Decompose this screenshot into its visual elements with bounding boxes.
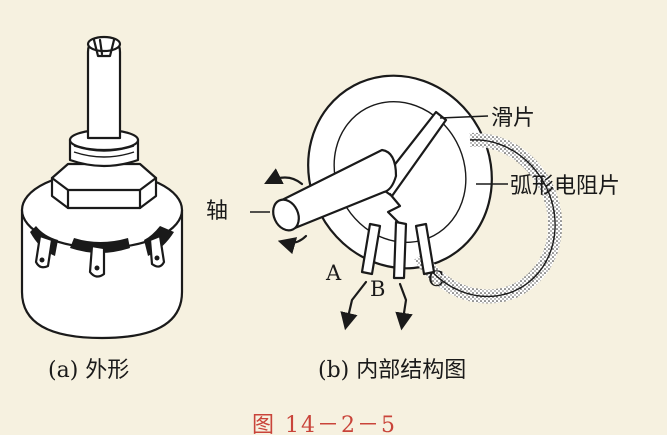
terminal-c-label: C xyxy=(428,267,444,291)
shaft-label: 轴 xyxy=(206,199,228,224)
potentiometer-exterior-drawing xyxy=(20,35,184,340)
caption-b: (b) 内部结构图 xyxy=(318,358,466,383)
potentiometer-internal-drawing xyxy=(250,74,563,331)
caption-a: (a) 外形 xyxy=(48,358,129,383)
wiper-label: 滑片 xyxy=(491,106,535,131)
terminal-a-label: A xyxy=(325,261,342,285)
arc-resistor-label: 弧形电阻片 xyxy=(510,174,620,199)
terminal-b-label: B xyxy=(370,277,385,301)
figure-number: 图 14－2－5 xyxy=(252,413,397,435)
